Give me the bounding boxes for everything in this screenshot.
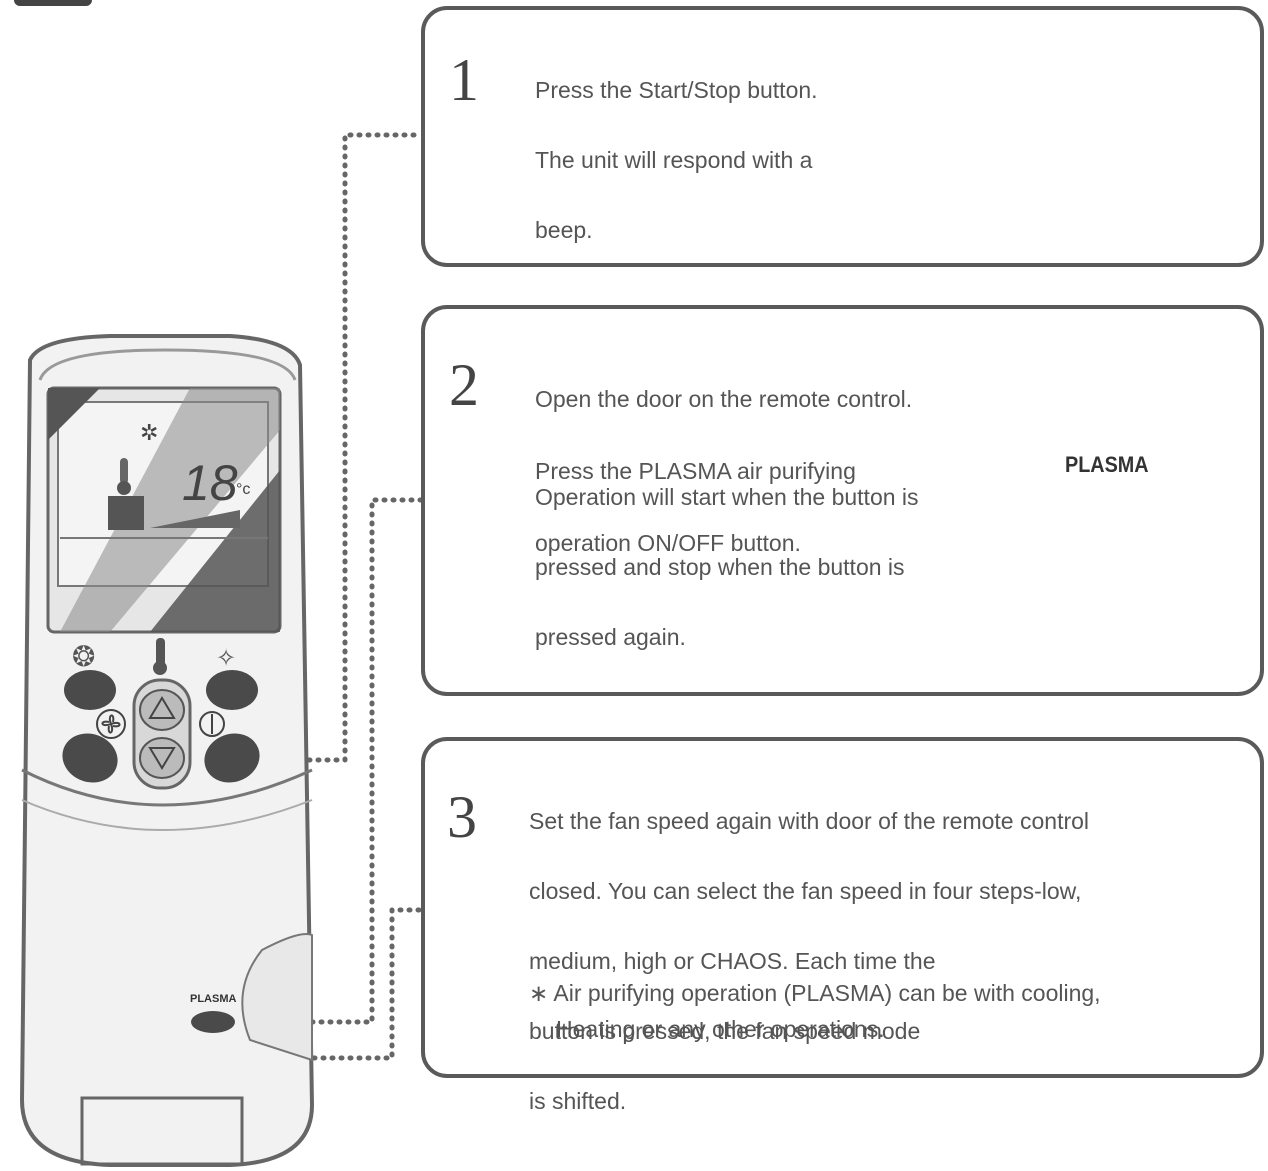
- plasma-button-label: PLASMA: [1065, 452, 1149, 477]
- thermometer-icon: [156, 638, 165, 666]
- step-3-note-line-2: Heating or any other operations.: [556, 1016, 885, 1042]
- step-1-panel: 1 Press the Start/Stop button. The unit …: [421, 6, 1264, 267]
- step-2-line: pressed and stop when the button is: [535, 554, 905, 580]
- step-3-number: 3: [447, 784, 477, 850]
- temp-up-button[interactable]: [139, 689, 185, 731]
- remote-control: ✲ 18 °c ❂ ✧: [19, 334, 315, 1167]
- remote-plasma-button[interactable]: [191, 1011, 235, 1033]
- step-2-panel: 2 Open the door on the remote control. P…: [421, 305, 1264, 696]
- step-2-text-b: Operation will start when the button is …: [535, 445, 919, 690]
- temp-down-button[interactable]: [139, 737, 185, 779]
- step-1-number: 1: [449, 47, 479, 113]
- fan-icon: [96, 709, 126, 739]
- step-1-line: Press the Start/Stop button.: [535, 77, 818, 103]
- step-1-line: beep.: [535, 217, 593, 243]
- step-3-panel: 3 Set the fan speed again with door of t…: [421, 737, 1264, 1114]
- step-3-line: medium, high or CHAOS. Each time the: [529, 948, 936, 974]
- step-2-line: Press the PLASMA air purifying: [535, 458, 856, 484]
- step-1-text: Press the Start/Stop button. The unit wi…: [535, 38, 818, 283]
- step-2-text-a: Open the door on the remote control. Pre…: [535, 345, 912, 597]
- swing-button[interactable]: [206, 670, 258, 710]
- lcd-thermometer-icon: [120, 458, 128, 484]
- step-1-line: The unit will respond with a: [535, 147, 813, 173]
- lcd-snowflake-icon: ✲: [140, 421, 158, 446]
- step-3-note-line-1: ∗ Air purifying operation (PLASMA) can b…: [529, 980, 1101, 1006]
- step-2-line: pressed again.: [535, 624, 686, 650]
- remote-plasma-label: PLASMA: [190, 993, 237, 1005]
- lcd-temperature: 18: [182, 455, 238, 511]
- step-2-line: Operation will start when the button is: [535, 484, 919, 510]
- mode-button[interactable]: [64, 670, 116, 710]
- step-2-number: 2: [449, 352, 479, 418]
- step-3-line: closed. You can select the fan speed in …: [529, 878, 1082, 904]
- step-2-line: Open the door on the remote control.: [535, 386, 913, 412]
- lcd-unit: °c: [236, 481, 250, 498]
- step-3-line: Set the fan speed again with door of the…: [529, 808, 1090, 834]
- step-3-line: is shifted.: [529, 1088, 627, 1114]
- battery-cover: [80, 1096, 244, 1166]
- start-stop-button[interactable]: [197, 726, 266, 790]
- mode-icon: ❂: [72, 640, 95, 673]
- header-tab: [14, 0, 92, 6]
- swing-icon: ✧: [216, 644, 236, 672]
- step-2-line: operation ON/OFF button.: [535, 530, 801, 556]
- step-3-line: button is pressed, the fan speed mode: [529, 1018, 921, 1044]
- step-3-text: Set the fan speed again with door of the…: [529, 769, 1089, 1154]
- power-icon-remote: [199, 711, 225, 737]
- fan-speed-button[interactable]: [55, 726, 124, 790]
- lcd-block: [108, 496, 144, 530]
